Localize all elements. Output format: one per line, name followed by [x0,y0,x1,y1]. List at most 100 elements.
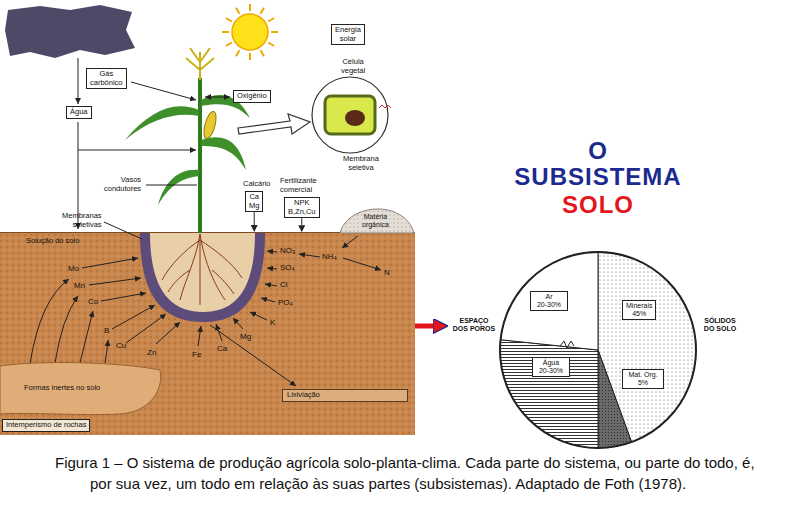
nutrient-label: Cl [280,280,288,289]
pie-slice-label: Minerais 45% [622,300,656,320]
node-label: Mat. Org. 5% [626,371,660,387]
sun-ray [236,50,240,56]
nutrient-label: Cu [116,341,126,350]
plant-root [180,234,200,300]
plant-leaf [125,106,199,140]
nutrient-label: B [104,326,109,335]
cell-nucleus [345,110,365,126]
input-box: Fertilizante comercialNPK B,Zn,Cu [284,197,320,218]
node-label: Fertilizante comercial [280,177,317,194]
nutrient-uptake-arrow [261,298,275,302]
nutrient-label: Mn [74,281,85,290]
sun-ray [268,18,274,22]
plant-leaf [201,137,246,170]
node-label: SÓLIDOS DO SOLO [700,317,740,333]
nutrient-label: N [384,268,390,277]
inert-forms-region: Formas inertes no solo [0,360,162,416]
tassel-branch [200,58,214,70]
sun-ray [222,31,229,33]
nutrient-uptake-arrow [101,293,146,301]
soil-pie-chart: ESPAÇO DOS POROS SÓLIDOS DO SOLO Ar 20-30%… [448,245,746,451]
plant-root [200,234,225,300]
sun-ray [226,43,232,47]
input-box: CalcárioCa Mg [245,191,263,212]
connector-arrow [301,218,302,225]
nutrient-uptake-arrow [89,278,141,285]
leader-line [104,222,142,239]
nutrient-uptake-arrow [198,326,201,346]
flow-lines [30,58,381,386]
nutrient-uptake-arrow [126,314,166,343]
nutrient-label: Fe [192,350,201,359]
nutrient-label: NH₄ [322,252,337,261]
nutrient-uptake-arrow [267,268,277,269]
mineralization-arrow [342,236,358,248]
sun-ray [249,4,251,11]
pie-outline [448,245,746,451]
nutrient-uptake-arrow [112,305,155,329]
pie-slice-label: Água 20-30% [532,357,570,377]
nutrient-uptake-arrow [267,251,277,252]
sun-ray [268,43,274,47]
cell-wall [325,96,375,134]
tassel-branch [186,58,200,70]
sun [232,14,268,50]
node-label: Ar 20-30% [534,293,564,309]
label-box: Energia solar [331,24,365,45]
mound-shape [340,209,414,233]
plant-leaf [158,170,199,205]
release-arc [55,296,78,363]
plant-cell-circle: Célula vegetalMembrana seletiva [303,58,398,176]
root-zone [150,233,255,312]
sun-ray [226,18,232,22]
node-label: Matéria orgânica [362,213,389,229]
sun-ray [236,8,240,14]
carbon-dioxide-arrow [131,82,196,100]
nutrient-uptake-arrow [233,318,243,329]
nutrient-label: Zn [147,348,156,357]
label-box: Água [66,106,92,119]
nutrient-uptake-arrow [265,284,277,286]
release-arc [80,311,93,363]
plant-roots [162,234,242,305]
plant-tassel [186,48,214,80]
nutrient-label: Mo [68,264,79,273]
sun-ray [249,53,251,60]
subsystem-title: SOLO [500,192,696,218]
corn-ear [202,110,219,140]
node-label: Energia solar [335,26,361,43]
subsystem-title: O SUBSISTEMA [500,138,696,190]
nutrient-label: Ca [217,344,227,353]
leaching-box: Lixiviação [282,389,408,402]
release-arc [105,340,108,363]
part-label: Vasos condutores [104,176,141,193]
plant-root [168,270,190,292]
nutrient-label: K [270,318,275,327]
node-label: Lixiviação [287,391,403,400]
plant-root [162,240,200,280]
tassel-branch [190,48,200,62]
root-zone-membrane [140,233,265,322]
nitrogen-loss-arrow [343,258,381,270]
leader-line [146,185,197,186]
rain-cloud [5,5,135,58]
sun-rays [222,4,278,60]
connector-arrow [415,324,433,329]
weathering-box: Intemperismo de rochas [2,419,90,432]
soil-band [0,232,415,435]
part-label: Membranas seletivas [62,212,102,229]
node-label: Ca Mg [249,193,259,210]
release-arc [30,279,69,364]
pie-outline [500,252,696,448]
plant-root [200,240,242,278]
node-label: Água 20-30% [536,359,566,375]
nutrient-label: NO₃ [280,246,295,255]
nutrient-label: Co [88,297,98,306]
node-label: Célula vegetal [341,58,365,75]
node-label: Solução do solo [26,237,79,246]
node-label: ESPAÇO DOS POROS [452,317,496,333]
rain-arrow [78,58,79,104]
node-label: NPK B,Zn,Cu [288,199,316,216]
